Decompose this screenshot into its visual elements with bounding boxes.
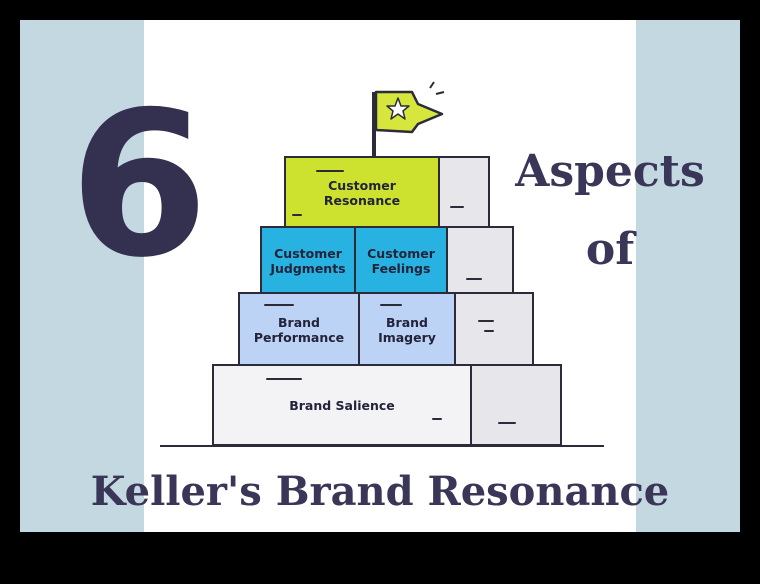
tier-brand-performance: Brand Performance [238, 292, 360, 368]
tier-customer-judgments: Customer Judgments [260, 226, 356, 296]
bottom-title: Keller's Brand Resonance [90, 468, 670, 515]
heading-aspects: Aspects [515, 146, 705, 197]
tier-brand-imagery: Brand Imagery [358, 292, 456, 368]
tier-customer-resonance: Customer Resonance [284, 156, 440, 230]
tier-brand-salience: Brand Salience [212, 364, 472, 446]
tier-customer-feelings: Customer Feelings [354, 226, 448, 296]
big-number-six: 6 [69, 69, 209, 302]
infographic: 6 Aspects of Customer Resonance Customer… [20, 20, 740, 532]
tier2-side-face [446, 226, 514, 296]
tier-customer-judgments-label: Customer Judgments [270, 246, 346, 276]
heading-of: of [585, 224, 635, 275]
tier3-side-face [454, 292, 534, 368]
tier-brand-performance-label: Brand Performance [253, 315, 345, 345]
right-accent-band [636, 20, 740, 532]
tier-customer-feelings-label: Customer Feelings [367, 246, 435, 276]
ground-line [160, 445, 604, 447]
tier-brand-imagery-label: Brand Imagery [378, 315, 436, 345]
tier-brand-salience-label: Brand Salience [289, 397, 395, 413]
left-accent-band [20, 20, 144, 532]
tier1-side-face [438, 156, 490, 230]
tier-customer-resonance-label: Customer Resonance [323, 178, 401, 208]
tier4-side-face [470, 364, 562, 446]
